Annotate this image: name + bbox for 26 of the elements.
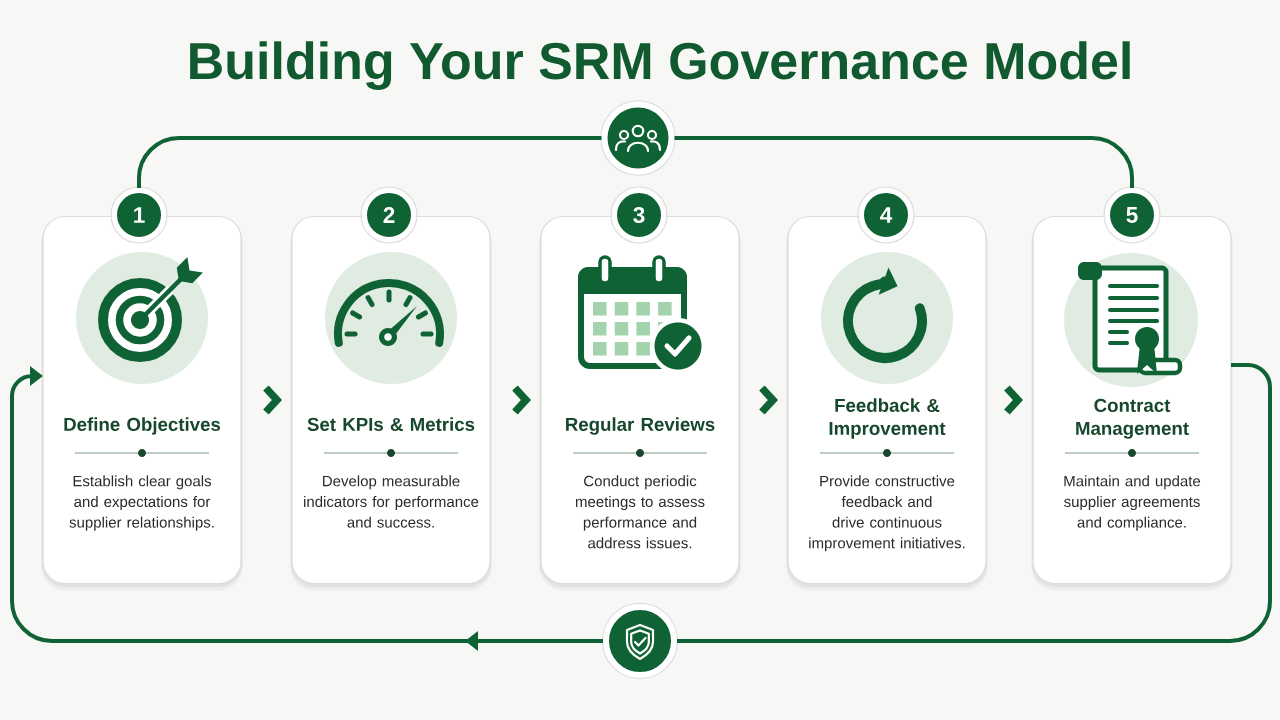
number-badge: 3 xyxy=(610,186,668,244)
number-badge: 4 xyxy=(857,186,915,244)
step-title: Feedback & Improvement xyxy=(829,398,946,439)
step-description: Develop measurable indicators for performance and success. xyxy=(304,475,479,528)
step-description: Provide constructive feedback and drive continuous improvement initiatives. xyxy=(809,475,965,552)
step-description: Conduct periodic meetings to assess performance and address issues. xyxy=(576,475,705,549)
number-badge: 1 xyxy=(110,186,168,244)
step-title: Set KPIs & Metrics xyxy=(307,417,475,431)
step-title: Define Objectives xyxy=(64,417,221,435)
step-description: Establish clear goals and expectations for supplier relationships. xyxy=(69,475,214,531)
icon-circle xyxy=(601,602,679,680)
chevron-arrow xyxy=(759,385,778,415)
chevron-arrow xyxy=(512,385,531,415)
number-badge: 5 xyxy=(1103,186,1161,244)
chevron-arrow xyxy=(263,385,282,415)
step-title: Contract Management xyxy=(1076,398,1189,439)
step-description: Maintain and update supplier agreements and compliance. xyxy=(1064,475,1201,531)
icon-circle xyxy=(600,100,676,176)
chevron-arrow xyxy=(1004,385,1023,415)
connector-line xyxy=(137,136,602,188)
number-badge: 2 xyxy=(360,186,418,244)
connector-line xyxy=(674,136,1134,188)
title: Building Your SRM Governance Model xyxy=(190,41,1130,90)
connector-line xyxy=(677,363,1272,643)
step-title: Regular Reviews xyxy=(566,417,715,435)
connector-arrow xyxy=(10,366,603,651)
